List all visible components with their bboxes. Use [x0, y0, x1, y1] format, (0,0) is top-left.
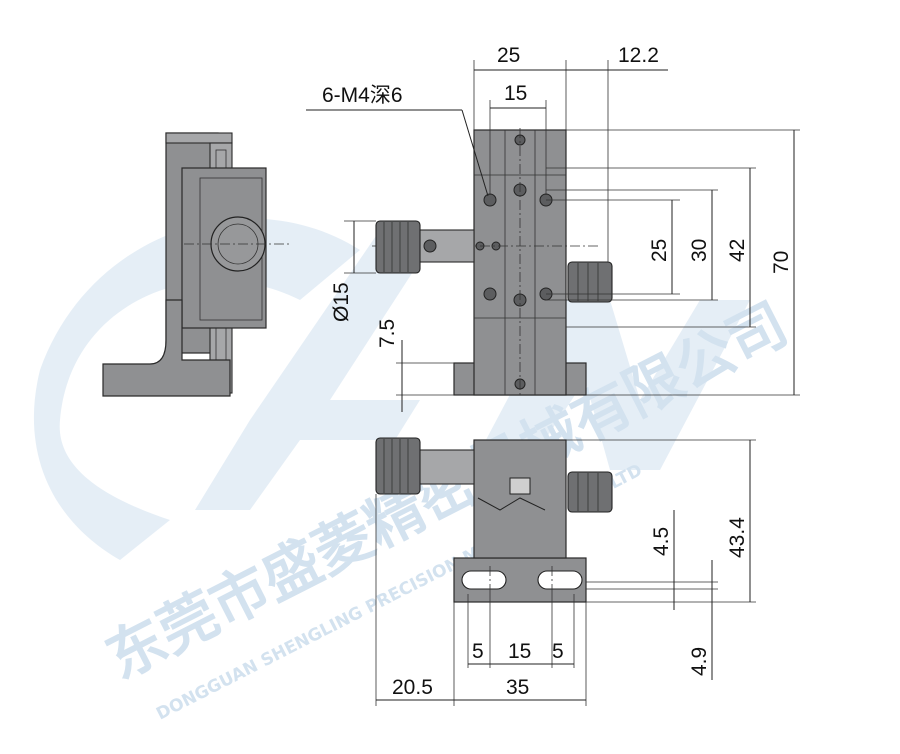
bottom-right-knob	[567, 471, 613, 513]
dim-base-width: 35	[506, 676, 529, 699]
mount-hole	[483, 193, 497, 207]
watermark-s-shape	[33, 218, 360, 561]
mount-hole	[483, 287, 497, 301]
side-view	[102, 132, 292, 397]
callout-leader-diagonal	[461, 109, 489, 197]
dim-slot-b: 5	[552, 640, 564, 663]
dim-slot-a: 5	[472, 640, 484, 663]
dim-v30: 30	[688, 239, 711, 262]
bottom-view	[375, 437, 613, 603]
dim-slot-offset: 4.9	[688, 647, 711, 676]
dim-v70: 70	[770, 251, 793, 274]
bottom-right-knob-knurl	[577, 473, 599, 511]
dim-plate-thickness: 4.5	[650, 527, 673, 556]
bottom-left-knob-knurl	[383, 439, 409, 493]
dim-hole-spacing: 15	[504, 82, 527, 105]
dim-base-offset: 20.5	[392, 676, 433, 699]
side-base-foot	[102, 299, 231, 397]
dimensions-front: 25 12.2 15 6-M4深6 25 30 42 70	[306, 44, 800, 412]
front-view	[372, 128, 613, 398]
left-knob	[375, 220, 421, 274]
dim-v25: 25	[648, 239, 671, 262]
dim-top-offset: 12.2	[618, 44, 659, 67]
dim-slot-pitch: 15	[508, 640, 531, 663]
dim-top-width: 25	[497, 44, 520, 67]
left-knob-knurl	[383, 222, 409, 272]
left-knob-lock	[423, 239, 437, 253]
right-knob-knurl	[577, 263, 599, 301]
mount-slot-right	[537, 570, 583, 590]
dim-knob-diameter: Ø15	[330, 282, 353, 322]
thread-callout: 6-M4深6	[322, 84, 403, 107]
bottom-body	[473, 439, 567, 559]
dim-height-step: 7.5	[376, 319, 399, 348]
dimensions-bottom: 43.4 4.5 4.9 5 15 5 20.5 35	[375, 439, 756, 706]
bottom-lock-screw	[509, 477, 531, 495]
side-top-cap	[165, 132, 233, 144]
dim-bottom-height: 43.4	[726, 517, 749, 558]
dim-v42: 42	[726, 239, 749, 262]
right-knob	[567, 261, 613, 303]
bottom-spring-detail	[477, 497, 546, 511]
mount-slot-left	[461, 570, 507, 590]
bottom-knob-shaft	[417, 449, 475, 485]
bottom-left-knob	[375, 437, 421, 495]
